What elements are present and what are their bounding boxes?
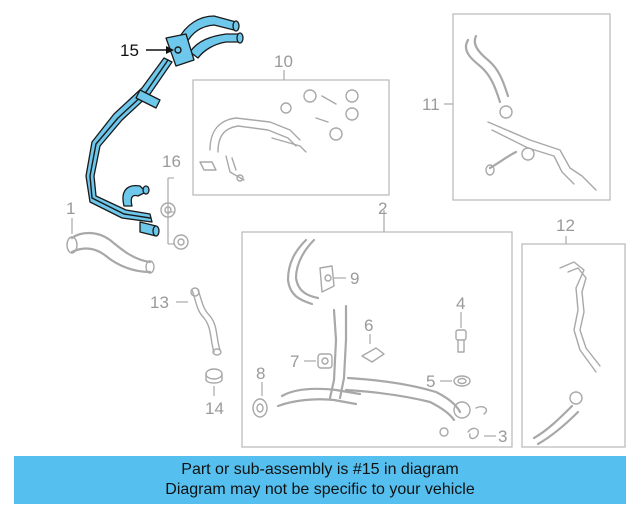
group-box-10 <box>192 79 390 196</box>
callout-12[interactable]: 12 <box>556 216 575 235</box>
callout-1[interactable]: 1 <box>66 199 75 218</box>
callout-6[interactable]: 6 <box>364 316 373 335</box>
callout-15[interactable]: 15 <box>120 41 139 60</box>
group-box-2 <box>241 231 513 448</box>
banner-line-1: Part or sub-assembly is #15 in diagram <box>181 461 459 478</box>
callout-3[interactable]: 3 <box>498 427 507 446</box>
part-16-clamps[interactable] <box>160 177 189 250</box>
part-15-coolant-pipe[interactable] <box>85 15 244 237</box>
part-9-bracket[interactable] <box>319 265 346 293</box>
callout-10[interactable]: 10 <box>274 52 293 71</box>
part-11-assembly[interactable] <box>444 34 597 191</box>
banner-line-2: Diagram may not be specific to your vehi… <box>165 481 475 498</box>
callout-9[interactable]: 9 <box>350 269 359 288</box>
callout-16[interactable]: 16 <box>162 152 181 171</box>
part-13-hose[interactable] <box>176 287 222 356</box>
part-1-hose[interactable] <box>66 218 155 274</box>
callout-11[interactable]: 11 <box>422 95 440 114</box>
part-5-o-ring[interactable] <box>440 375 471 387</box>
callout-14[interactable]: 14 <box>205 399 224 418</box>
part-10-assembly[interactable] <box>199 70 359 182</box>
part-3-clip[interactable] <box>467 427 496 440</box>
callout-7[interactable]: 7 <box>290 352 299 371</box>
part-4-sensor[interactable] <box>455 312 467 353</box>
part-2-assembly[interactable] <box>276 210 488 437</box>
part-6-gasket[interactable] <box>361 334 385 363</box>
part-7-fitting[interactable] <box>304 353 333 369</box>
callout-8[interactable]: 8 <box>256 364 265 383</box>
group-box-12 <box>521 243 626 448</box>
part-12-assembly[interactable] <box>532 236 601 446</box>
callout-13[interactable]: 13 <box>150 293 169 312</box>
callout-2[interactable]: 2 <box>378 199 387 218</box>
part-8-connector[interactable] <box>252 382 268 418</box>
callout-4[interactable]: 4 <box>456 294 465 313</box>
callout-5[interactable]: 5 <box>426 372 435 391</box>
group-box-11 <box>452 13 611 201</box>
info-banner: Part or sub-assembly is #15 in diagram D… <box>14 456 626 504</box>
parts-diagram: 15 10 11 16 1 2 12 9 13 4 6 7 8 5 14 3 <box>66 13 626 448</box>
part-14-cap[interactable] <box>205 368 223 396</box>
callout-15-arrowhead <box>166 46 174 54</box>
